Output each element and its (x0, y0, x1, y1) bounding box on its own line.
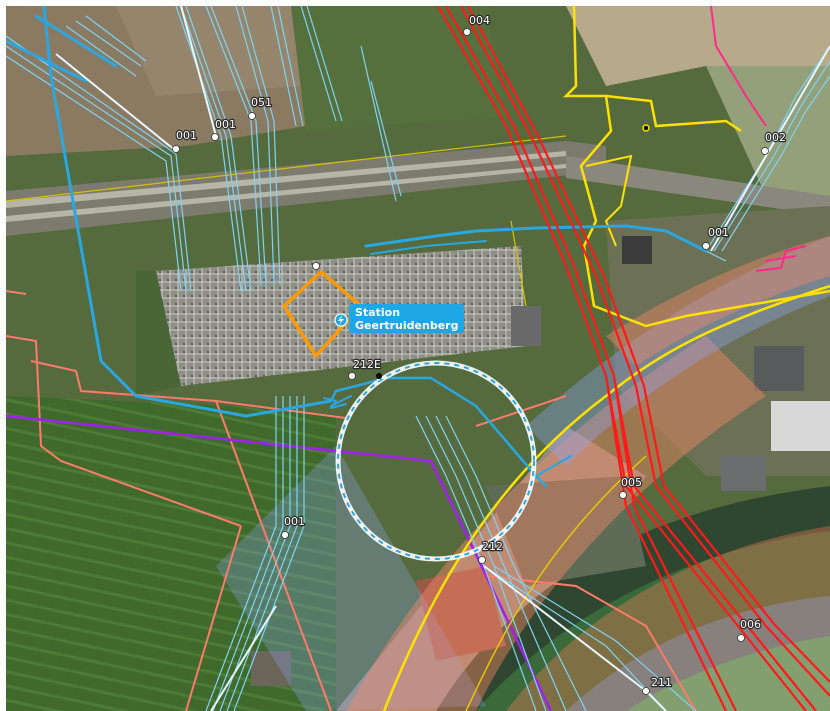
label-001-nw-b[interactable]: 001 (214, 117, 237, 132)
search-radius-circle[interactable] (335, 360, 537, 562)
node-212e[interactable] (348, 372, 356, 380)
node-001-nw-b[interactable] (211, 133, 219, 141)
label-212e[interactable]: 212E (352, 357, 382, 372)
node-station-north[interactable] (312, 262, 320, 270)
node-005[interactable] (619, 491, 627, 499)
blue-cables (6, 6, 708, 488)
label-051[interactable]: 051 (250, 95, 273, 110)
station-name-line1: Station (355, 306, 400, 319)
label-006[interactable]: 006 (739, 617, 762, 632)
label-001-ne[interactable]: 001 (707, 225, 730, 240)
label-212[interactable]: 212 (481, 539, 504, 554)
label-001-sw[interactable]: 001 (283, 514, 306, 529)
lightning-icon-glyph (338, 315, 344, 325)
label-004[interactable]: 004 (468, 13, 491, 28)
node-051[interactable] (248, 112, 256, 120)
node-001-ne[interactable] (702, 242, 710, 250)
node-points (172, 28, 769, 695)
high-voltage-lines (437, 6, 830, 711)
node-002[interactable] (761, 147, 769, 155)
label-001-nw-a[interactable]: 001 (175, 128, 198, 143)
node-yellow-junction[interactable] (642, 124, 650, 132)
label-211[interactable]: 211 (650, 675, 673, 690)
map-viewport[interactable]: 004 001 001 051 002 001 212E 005 001 212… (6, 6, 830, 711)
station-label[interactable]: Station Geertruidenberg (334, 304, 464, 333)
node-006[interactable] (737, 634, 745, 642)
yellow-lines (6, 6, 830, 711)
station-outline[interactable] (282, 270, 363, 358)
map-canvas[interactable]: 004 001 001 051 002 001 212E 005 001 212… (6, 6, 830, 711)
node-211[interactable] (642, 687, 650, 695)
node-004[interactable] (463, 28, 471, 36)
line-labels: 004 001 001 051 002 001 212E 005 001 212… (175, 13, 787, 690)
label-005[interactable]: 005 (620, 475, 643, 490)
node-black-212e (376, 373, 382, 379)
node-001-nw-a[interactable] (172, 145, 180, 153)
magenta-line (710, 6, 807, 272)
purple-line (6, 414, 553, 711)
station-name-line2: Geertruidenberg (355, 319, 458, 332)
node-001-sw[interactable] (281, 531, 289, 539)
node-212[interactable] (478, 556, 486, 564)
label-002[interactable]: 002 (764, 130, 787, 145)
